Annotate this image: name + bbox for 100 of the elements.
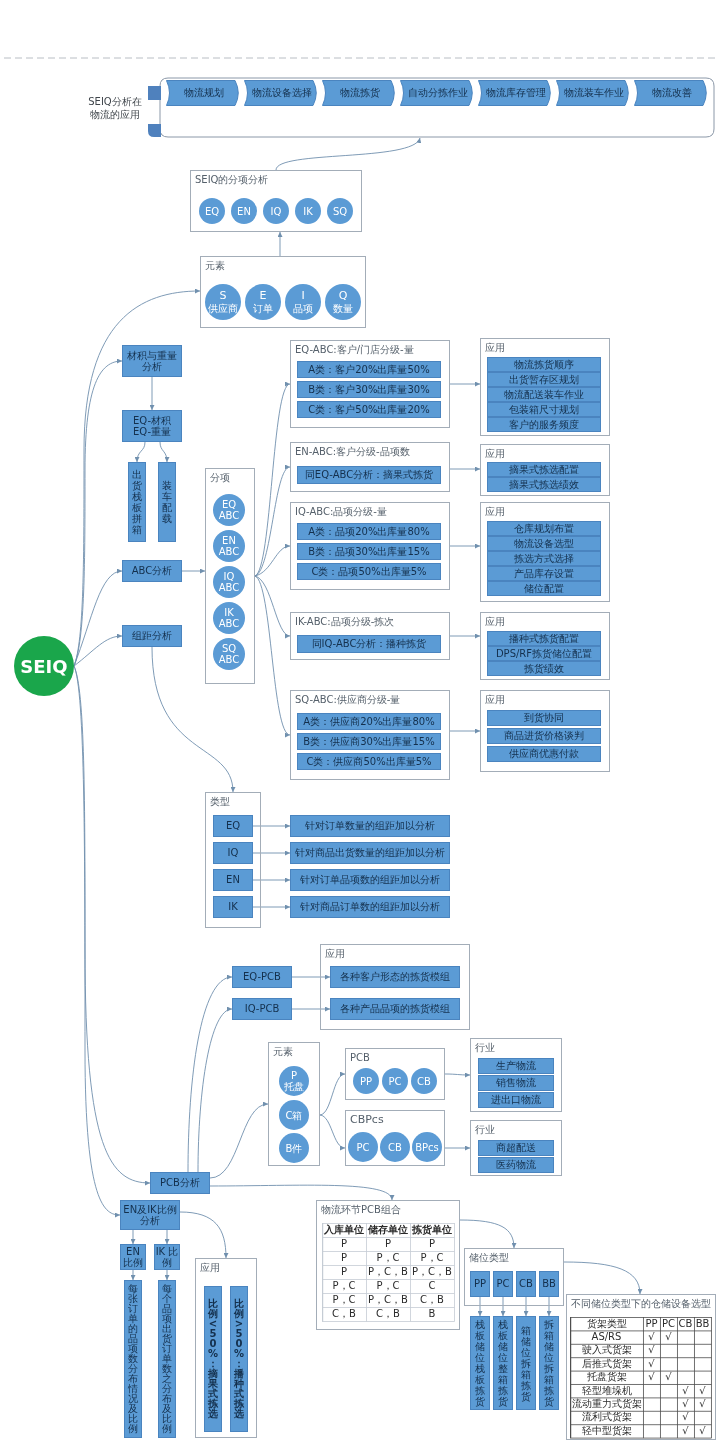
circle-letter: Q (338, 290, 348, 303)
panel-heading: 应用 (200, 1262, 220, 1273)
table-text: C，B (332, 1309, 356, 1319)
outlined-panel (290, 502, 450, 590)
list-row: 储位配置 (487, 581, 601, 596)
table-text: C，B (376, 1309, 400, 1319)
process-box: 材积与重量分析 (122, 345, 182, 377)
table-header: PC (662, 1318, 675, 1329)
banner-tab: 物流装车作业 (556, 80, 632, 106)
panel-heading: 应用 (485, 694, 505, 705)
table-text: P (429, 1239, 435, 1249)
table-text: P，C (376, 1281, 400, 1291)
process-box: IQ-PCB (232, 998, 292, 1020)
process-box: B类：供应商30%出库量15% (297, 733, 441, 750)
process-box: 各种产品品项的拣货模组 (330, 998, 460, 1020)
vertical-box: 每个品项出货订单数之分布及比例 (158, 1280, 176, 1438)
process-box: IK 比例 (154, 1244, 180, 1270)
process-box: 组距分析 (122, 625, 182, 647)
process-box: 生产物流 (478, 1058, 554, 1074)
table-text: 驶入式货架 (581, 1345, 632, 1356)
list-row: 播种式拣货配置 (487, 631, 601, 646)
circle-node: EQ ABC (213, 494, 245, 526)
circle-node: SQ ABC (213, 638, 245, 670)
list-row: 物流配送装车作业 (487, 387, 601, 402)
check-mark: √ (699, 1425, 706, 1436)
vertical-box: 拆箱储位拆箱拣货 (539, 1316, 559, 1410)
vertical-box: 箱储位拆箱拣货 (516, 1316, 536, 1410)
check-mark: √ (682, 1425, 689, 1436)
circle-letter: P (291, 1070, 297, 1081)
circle-node (285, 284, 321, 320)
circle-node: PP (353, 1068, 379, 1094)
panel-heading: 应用 (485, 506, 505, 517)
process-box: A类：客户20%出库量50% (297, 361, 441, 378)
outlined-panel (290, 442, 450, 492)
banner-tab: 自动分拣作业 (400, 80, 476, 106)
outlined-panel (480, 502, 610, 602)
check-mark: √ (682, 1399, 689, 1410)
circle-node: CB (380, 1132, 410, 1162)
check-mark: √ (648, 1372, 655, 1383)
list-row: 客户的服务频度 (487, 417, 601, 432)
outlined-panel (566, 1294, 716, 1440)
circle-node: IK ABC (213, 602, 245, 634)
list-row: 摘果式拣选配置 (487, 462, 601, 477)
outlined-panel (480, 444, 610, 496)
outlined-panel (464, 1248, 564, 1306)
vertical-box: 栈板储位栈板拣货 (470, 1316, 490, 1410)
process-box: BB (539, 1271, 559, 1297)
panel-heading: EN-ABC:客户分级-品项数 (295, 446, 410, 457)
outlined-panel (345, 1048, 445, 1100)
table-text: 流利式货架 (581, 1412, 632, 1423)
list-row: 产品库存设置 (487, 566, 601, 581)
panel-heading: 物流环节PCB组合 (321, 1204, 401, 1215)
table-header: 入库单位 (324, 1225, 364, 1235)
table-text: P，C (332, 1281, 356, 1291)
table-text: C (428, 1281, 436, 1291)
process-box: 医药物流 (478, 1157, 554, 1173)
process-box: C类：品项50%出库量5% (297, 563, 441, 580)
circle-node (279, 1066, 309, 1096)
list-row: 摘果式拣选绩效 (487, 477, 601, 492)
panel-heading: EQ-ABC:客户/门店分级-量 (295, 344, 414, 355)
check-mark: √ (648, 1358, 655, 1369)
check-mark: √ (699, 1385, 706, 1396)
process-box: 销售物流 (478, 1075, 554, 1091)
circle-node: B件 (279, 1133, 309, 1163)
outlined-panel (470, 1120, 562, 1176)
outlined-panel (268, 1042, 320, 1166)
table-text: P，C，B (368, 1267, 408, 1277)
banner-tab: 物流改善 (634, 80, 710, 106)
circle-node: CB (411, 1068, 437, 1094)
circle-node: PC (348, 1132, 378, 1162)
outlined-panel (480, 612, 610, 680)
check-mark: √ (699, 1399, 706, 1410)
table-text: 后推式货架 (581, 1358, 632, 1369)
list-row: 仓库规划布置 (487, 521, 601, 536)
panel-heading: IK-ABC:品项分级-拣次 (295, 616, 395, 627)
table-text: 托盘货架 (586, 1372, 627, 1383)
banner-tab: 物流规划 (166, 80, 242, 106)
process-box: PP (470, 1271, 490, 1297)
banner-tab: 物流库存管理 (478, 80, 554, 106)
vertical-box: 出货栈板拼箱 (128, 462, 146, 542)
list-row: 拣选方式选择 (487, 551, 601, 566)
list-row: 物流拣货顺序 (487, 357, 601, 372)
panel-heading: SQ-ABC:供应商分级-量 (295, 694, 401, 705)
process-box: 针对商品订单数的组距加以分析 (290, 896, 450, 918)
table-header: PP (645, 1318, 658, 1329)
outlined-panel (290, 612, 450, 660)
table-text: P，C，B (368, 1295, 408, 1305)
panel-heading: SEIQ的分项分析 (195, 174, 269, 185)
circle-letter: S (219, 290, 227, 303)
panel-heading: IQ-ABC:品项分级-量 (295, 506, 387, 517)
outlined-panel (195, 1258, 257, 1438)
check-mark: √ (648, 1345, 655, 1356)
process-box: EN 比例 (120, 1244, 146, 1270)
process-box: PCB分析 (150, 1172, 210, 1194)
circle-letter: I (301, 290, 305, 303)
process-box: CB (516, 1271, 536, 1297)
outlined-panel (480, 690, 610, 772)
outlined-panel (205, 792, 261, 928)
table-text: 轻中型货架 (581, 1425, 632, 1436)
panel-heading: 应用 (325, 948, 345, 959)
